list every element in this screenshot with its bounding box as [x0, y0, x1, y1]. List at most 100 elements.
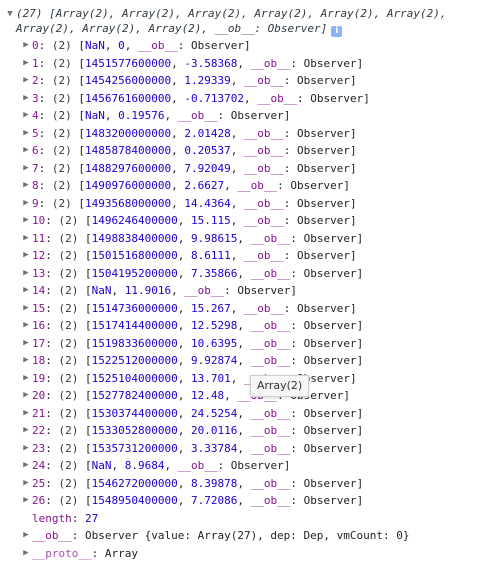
entry-ob-key: __ob__ — [184, 284, 225, 297]
expand-caret-right-icon[interactable]: ▶ — [23, 197, 29, 208]
expand-caret-right-icon[interactable]: ▶ — [23, 547, 29, 558]
expand-caret-right-icon[interactable]: ▶ — [23, 460, 29, 470]
array-entry-row[interactable]: ▶8: (2) [1490976000000, 2.6627, __ob__: … — [20, 177, 488, 195]
expand-caret-right-icon[interactable]: ▶ — [23, 267, 29, 278]
expand-caret-right-icon[interactable]: ▶ — [23, 162, 29, 173]
array-entry-row[interactable]: ▶25: (2) [1546272000000, 8.39878, __ob__… — [20, 475, 488, 493]
expand-caret-right-icon[interactable]: ▶ — [23, 407, 29, 418]
array-entry-row[interactable]: ▶1: (2) [1451577600000, -3.58368, __ob__… — [20, 55, 488, 73]
entry-value-1: 8.39878 — [190, 476, 238, 490]
entry-ob-key: __ob__ — [250, 319, 291, 332]
entry-ob-value: Observer — [303, 424, 357, 437]
entry-index: 19 — [32, 371, 46, 385]
array-entry-row[interactable]: ▶7: (2) [1488297600000, 7.92049, __ob__:… — [20, 160, 488, 178]
expand-caret-right-icon[interactable]: ▶ — [23, 145, 29, 155]
entry-value-0: 1490976000000 — [85, 179, 172, 192]
array-entry-row[interactable]: ▶2: (2) [1454256000000, 1.29339, __ob__:… — [20, 72, 488, 90]
entry-ob-value: Observer — [296, 214, 350, 227]
array-entry-row[interactable]: ▶17: (2) [1519833600000, 10.6395, __ob__… — [20, 335, 488, 353]
array-entry-row[interactable]: ▶15: (2) [1514736000000, 15.267, __ob__:… — [20, 300, 488, 318]
entry-ob-key: __ob__ — [138, 39, 178, 52]
array-summary-line2: Array(2), Array(2), Array(2), __ob__: Ob… — [16, 22, 328, 35]
entry-ob-key: __ob__ — [243, 301, 284, 315]
array-entry-row[interactable]: ▶14: (2) [NaN, 11.9016, __ob__: Observer… — [20, 282, 488, 300]
expand-caret-right-icon[interactable]: ▶ — [23, 92, 29, 103]
entry-ob-value: Observer — [303, 336, 357, 350]
entry-value-1: 15.267 — [190, 301, 231, 315]
entry-ob-key: __ob__ — [257, 91, 297, 105]
array-entry-row[interactable]: ▶12: (2) [1501516800000, 8.6111, __ob__:… — [20, 247, 488, 265]
entry-value-1: 20.0116 — [190, 424, 238, 437]
array-entry-row[interactable]: ▶24: (2) [NaN, 8.9684, __ob__: Observer] — [20, 457, 488, 475]
entry-length: (2) — [58, 266, 79, 280]
entry-ob-value: Observer — [303, 441, 357, 455]
proto-key: __proto__ — [32, 546, 92, 560]
array-entry-row[interactable]: ▶13: (2) [1504195200000, 7.35866, __ob__… — [20, 265, 488, 283]
expand-caret-down-icon[interactable]: ▼ — [7, 9, 13, 19]
expand-caret-right-icon[interactable]: ▶ — [23, 337, 29, 348]
array-entry-row[interactable]: ▶10: (2) [1496246400000, 15.115, __ob__:… — [20, 212, 488, 230]
expand-caret-right-icon[interactable]: ▶ — [23, 355, 29, 365]
entry-value-1: 0 — [118, 39, 125, 52]
expand-caret-right-icon[interactable]: ▶ — [23, 75, 29, 85]
expand-caret-right-icon[interactable]: ▶ — [23, 477, 29, 488]
expand-caret-right-icon[interactable]: ▶ — [23, 372, 29, 383]
entry-value-0: 1454256000000 — [85, 74, 172, 87]
array-entry-row[interactable]: ▶3: (2) [1456761600000, -0.713702, __ob_… — [20, 90, 488, 108]
expand-caret-right-icon[interactable]: ▶ — [23, 215, 29, 225]
entry-value-1: 8.6111 — [190, 249, 231, 262]
expand-caret-right-icon[interactable]: ▶ — [23, 495, 29, 505]
expand-caret-right-icon[interactable]: ▶ — [23, 285, 29, 295]
entry-value-0: 1488297600000 — [85, 161, 172, 175]
entry-length: (2) — [58, 284, 79, 297]
entry-value-0: 1485878400000 — [85, 144, 172, 157]
entry-value-1: 0.20537 — [184, 144, 231, 157]
entry-length: (2) — [51, 126, 72, 140]
ob-row[interactable]: ▶ __ob__: Observer {value: Array(27), de… — [20, 527, 488, 545]
array-entry-row[interactable]: ▶22: (2) [1533052800000, 20.0116, __ob__… — [20, 422, 488, 440]
array-entry-row[interactable]: ▶16: (2) [1517414400000, 12.5298, __ob__… — [20, 317, 488, 335]
expand-caret-right-icon[interactable]: ▶ — [23, 127, 29, 138]
expand-caret-right-icon[interactable]: ▶ — [23, 232, 29, 243]
entry-ob-value: Observer — [303, 319, 357, 332]
expand-caret-right-icon[interactable]: ▶ — [23, 250, 29, 260]
entry-length: (2) — [58, 319, 79, 332]
entry-index: 17 — [32, 336, 46, 350]
entry-value-1: 14.4364 — [184, 196, 231, 210]
entry-ob-key: __ob__ — [250, 494, 291, 507]
expand-caret-right-icon[interactable]: ▶ — [23, 302, 29, 313]
array-entry-row[interactable]: ▶6: (2) [1485878400000, 0.20537, __ob__:… — [20, 142, 488, 160]
expand-caret-right-icon[interactable]: ▶ — [23, 530, 29, 540]
expand-caret-right-icon[interactable]: ▶ — [23, 442, 29, 453]
entry-ob-value: Observer — [296, 74, 350, 87]
entry-value-1: 12.5298 — [190, 319, 238, 332]
ob-value: Observer {value: Array(27), dep: Dep, vm… — [85, 529, 410, 542]
array-entry-row[interactable]: ▶23: (2) [1535731200000, 3.33784, __ob__… — [20, 440, 488, 458]
info-icon[interactable]: i — [331, 26, 343, 37]
expand-caret-right-icon[interactable]: ▶ — [23, 425, 29, 435]
expand-caret-right-icon[interactable]: ▶ — [23, 320, 29, 330]
array-entry-row[interactable]: ▶21: (2) [1530374400000, 24.5254, __ob__… — [20, 405, 488, 423]
entry-index: 2 — [32, 74, 39, 87]
entry-length: (2) — [58, 494, 79, 507]
proto-row[interactable]: ▶ __proto__: Array — [20, 545, 488, 563]
array-entry-row[interactable]: ▶26: (2) [1548950400000, 7.72086, __ob__… — [20, 492, 488, 510]
array-entry-row[interactable]: ▶11: (2) [1498838400000, 9.98615, __ob__… — [20, 230, 488, 248]
array-entry-row[interactable]: ▶9: (2) [1493568000000, 14.4364, __ob__:… — [20, 195, 488, 213]
expand-caret-right-icon[interactable]: ▶ — [23, 40, 29, 50]
array-entry-row[interactable]: ▶0: (2) [NaN, 0, __ob__: Observer] — [20, 37, 488, 55]
array-entry-row[interactable]: ▶4: (2) [NaN, 0.19576, __ob__: Observer] — [20, 107, 488, 125]
expand-caret-right-icon[interactable]: ▶ — [23, 110, 29, 120]
entry-ob-value: Observer — [296, 371, 350, 385]
expand-caret-right-icon[interactable]: ▶ — [23, 57, 29, 68]
expand-caret-right-icon[interactable]: ▶ — [23, 180, 29, 190]
expand-caret-right-icon[interactable]: ▶ — [23, 390, 29, 400]
array-entry-row[interactable]: ▶18: (2) [1522512000000, 9.92874, __ob__… — [20, 352, 488, 370]
entry-value-1: 7.35866 — [190, 266, 238, 280]
entry-index: 9 — [32, 196, 39, 210]
array-entry-row[interactable]: ▶5: (2) [1483200000000, 2.01428, __ob__:… — [20, 125, 488, 143]
entry-index: 24 — [32, 459, 46, 472]
entry-length: (2) — [51, 179, 72, 192]
entry-value-0: 1451577600000 — [85, 56, 172, 70]
array-header[interactable]: ▼ (27) [Array(2), Array(2), Array(2), Ar… — [4, 6, 488, 37]
